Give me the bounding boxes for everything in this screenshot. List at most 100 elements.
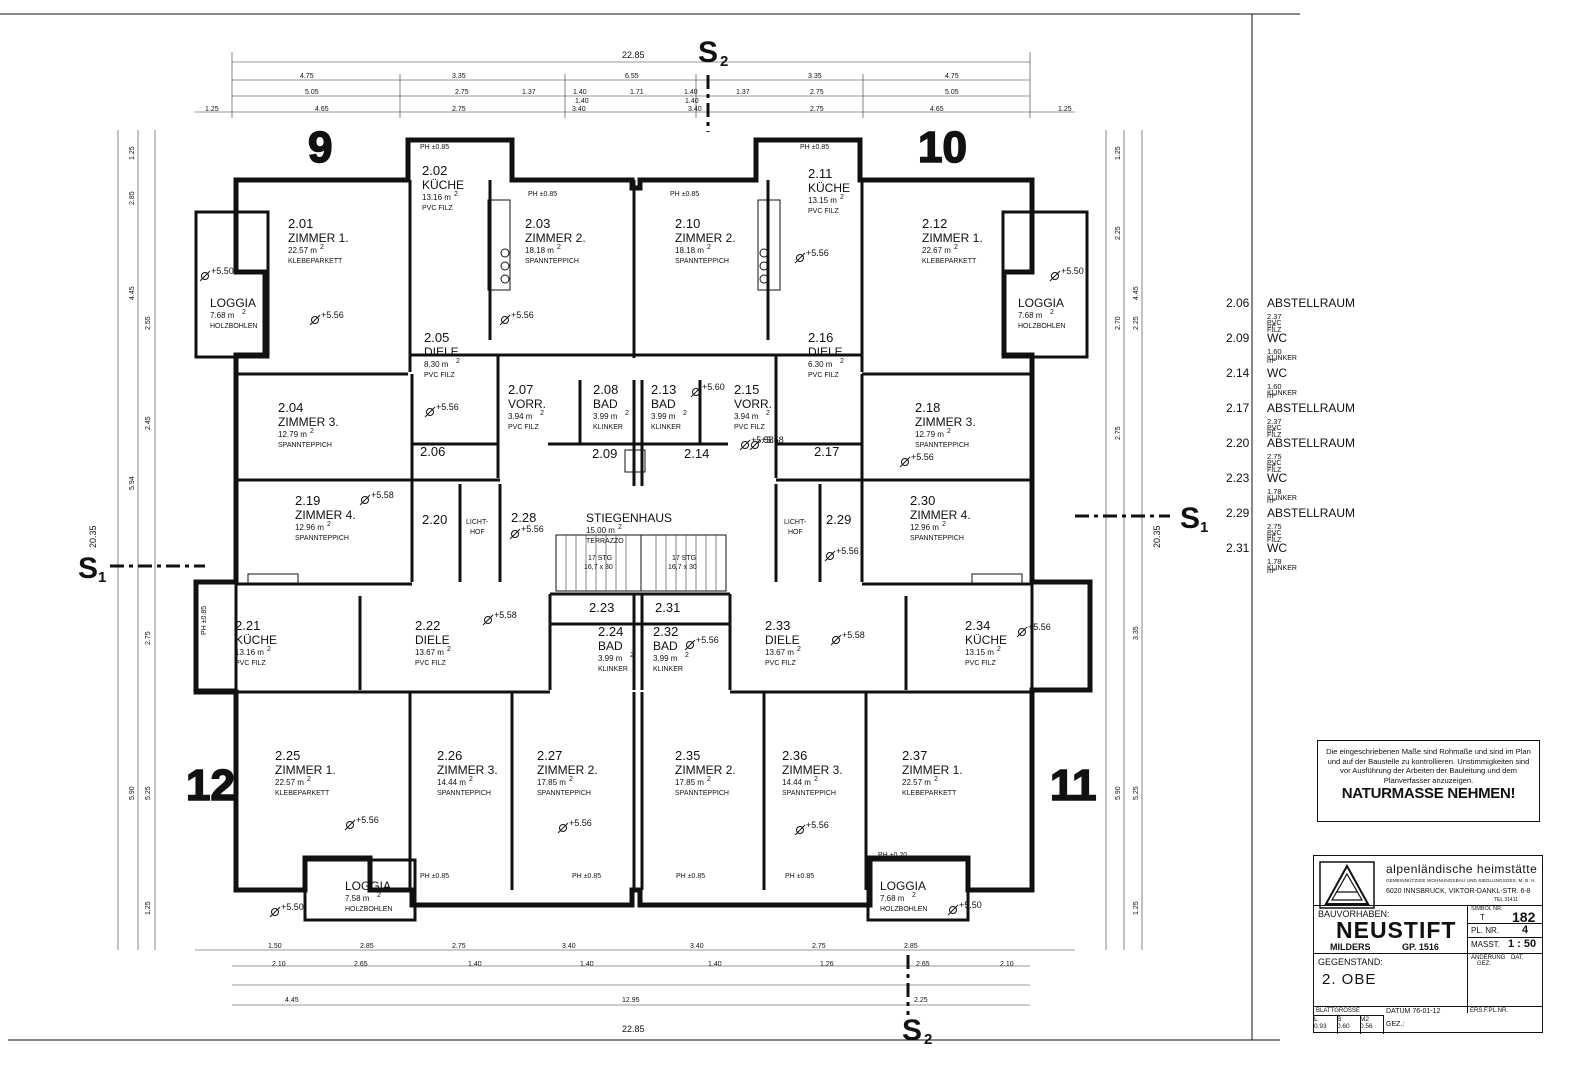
room-area: 3.94 m — [734, 412, 759, 421]
kitchen-fixtures — [247, 199, 1023, 585]
room-area: 6.30 m — [808, 360, 833, 369]
level-value: +5.56 — [696, 635, 719, 645]
level-mark-tick — [739, 439, 751, 451]
level-mark-tick — [824, 550, 836, 562]
level-mark: +5.58 — [482, 610, 517, 626]
room-area-unit: 2 — [934, 776, 938, 783]
level-mark-tick — [509, 528, 521, 540]
room-type: KÜCHE — [422, 178, 464, 192]
room-floor: TERRAZZO — [586, 538, 624, 545]
room-area: 7.58 m — [345, 894, 370, 903]
level-mark-tick — [199, 270, 211, 282]
apartment-number-10: 10 — [918, 123, 967, 172]
legend-area: 1.60 m² — [1267, 382, 1282, 400]
svg-text:1.25: 1.25 — [1133, 901, 1140, 915]
gegenstand-value: 2. OBE — [1322, 971, 1377, 988]
room-type: BAD — [593, 397, 618, 411]
svg-text:PH ±0.85: PH ±0.85 — [800, 144, 829, 151]
svg-text:2.65: 2.65 — [916, 961, 930, 968]
blattgroesse-label: BLATTGRÖSSE — [1316, 1008, 1360, 1014]
room-type: ZIMMER 4. — [295, 508, 356, 522]
bg-b-value: 0.60 — [1337, 1023, 1350, 1030]
level-mark-circle — [686, 641, 694, 649]
svg-text:2: 2 — [720, 53, 728, 70]
dimension-lines-top — [195, 52, 1075, 118]
room-floor: PVC FILZ — [965, 660, 996, 667]
room-type: KÜCHE — [808, 181, 850, 195]
svg-text:4.65: 4.65 — [315, 106, 329, 113]
bg-b: B — [1337, 1016, 1342, 1023]
svg-text:5.05: 5.05 — [945, 89, 959, 96]
aenderung-label: ÄNDERUNG — [1471, 955, 1506, 961]
level-mark-tick — [499, 314, 511, 326]
level-mark-circle — [501, 316, 509, 324]
level-mark-circle — [826, 552, 834, 560]
room-floor: HOLZBOHLEN — [345, 906, 392, 913]
level-mark-tick — [424, 406, 436, 418]
level-mark: +5.56 — [309, 310, 344, 326]
level-mark-tick — [794, 252, 806, 264]
legend-floor: KLINKER — [1267, 355, 1297, 362]
svg-text:17 STG: 17 STG — [672, 555, 696, 562]
svg-text:2.75: 2.75 — [1115, 426, 1122, 440]
level-value: +5.56 — [356, 815, 379, 825]
room-floor: SPANNTEPPICH — [782, 790, 836, 797]
svg-text:1.40: 1.40 — [575, 98, 589, 105]
level-value: +5.56 — [321, 310, 344, 320]
dim-top-row3: 1.25 4.65 2.75 3.40 3.40 2.75 4.65 1.25 … — [205, 98, 1072, 113]
room-area: 13.15 m — [808, 196, 837, 205]
svg-text:12.95: 12.95 — [622, 997, 640, 1004]
room-type: ZIMMER 2. — [675, 231, 736, 245]
plnr-label: PL. NR. — [1471, 926, 1500, 935]
level-mark: +5.56 — [424, 402, 459, 418]
level-value: +5.58 — [761, 435, 784, 445]
svg-text:1.25: 1.25 — [1115, 146, 1122, 160]
room-area-unit: 2 — [267, 646, 271, 653]
room-area-unit: 2 — [320, 244, 324, 251]
room-area-unit: 2 — [997, 646, 1001, 653]
level-value: +5.50 — [1061, 266, 1084, 276]
level-mark: +5.58 — [830, 630, 865, 646]
room-floor: HOLZBOHLEN — [880, 906, 927, 913]
level-value: +5.58 — [751, 435, 774, 445]
section-s1-right: S 1 — [1180, 502, 1208, 536]
room-number: 2.18 — [915, 400, 940, 415]
svg-text:3.40: 3.40 — [688, 106, 702, 113]
level-mark-tick — [557, 822, 569, 834]
room-area-unit: 2 — [625, 410, 629, 417]
room-type: ZIMMER 1. — [288, 231, 349, 245]
room-label: 2.28 — [511, 510, 536, 525]
divider — [1314, 1006, 1542, 1007]
room-area-unit: 2 — [840, 358, 844, 365]
room-area: 7.68 m — [1018, 311, 1043, 320]
level-mark-tick — [830, 634, 842, 646]
level-mark-tick — [690, 386, 702, 398]
room-area: 18.18 m — [675, 246, 704, 255]
level-mark-circle — [901, 458, 909, 466]
room-type: LOGGIA — [345, 879, 391, 893]
room-floor: KLINKER — [651, 424, 681, 431]
dimension-lines-bottom — [195, 949, 1075, 1006]
legend-name: WC — [1267, 471, 1287, 485]
room-area-unit: 2 — [814, 776, 818, 783]
room-floor: PVC FILZ — [508, 424, 539, 431]
level-mark-circle — [796, 826, 804, 834]
room-area: 22.67 m — [922, 246, 951, 255]
room-type: BAD — [653, 639, 678, 653]
legend-area: 2.37 m² — [1267, 312, 1282, 330]
level-mark-tick — [482, 614, 494, 626]
plan-number-grid: SIMBOL NR. T 182 PL. NR. 4 MASST. 1 : 50 — [1467, 905, 1543, 953]
svg-text:PH ±0.85: PH ±0.85 — [670, 191, 699, 198]
dim-bottom-row3: 4.45 12.95 2.25 — [285, 997, 928, 1004]
divider — [1468, 923, 1543, 924]
svg-text:S: S — [78, 552, 98, 585]
